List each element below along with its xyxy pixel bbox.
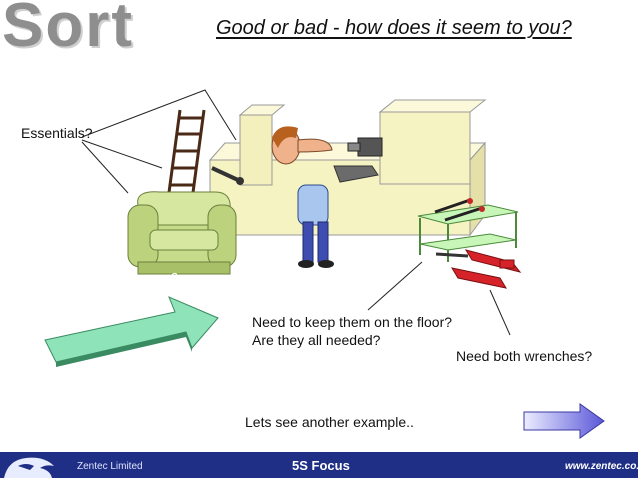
wrench-on-machine	[211, 166, 244, 185]
label-wrenches: Need both wrenches?	[456, 348, 593, 364]
slide-subtitle: Good or bad - how does it seem to you?	[216, 17, 572, 39]
safe-access-arrow	[44, 296, 219, 367]
footer-bar	[0, 452, 638, 478]
slide-heading: Sort	[2, 0, 134, 60]
annotation-lines	[81, 89, 511, 336]
ladder	[166, 109, 206, 201]
footer-title: 5S Focus	[292, 458, 350, 473]
eagle-logo-icon	[4, 457, 54, 478]
armchair	[127, 191, 237, 275]
worker-figure	[271, 126, 334, 268]
next-slide-arrow[interactable]	[522, 402, 606, 440]
footer-company: Zentec Limited	[77, 461, 143, 472]
label-floor-line1: Need to keep them on the floor?	[252, 314, 453, 330]
floor-wrenches	[435, 249, 522, 289]
table	[417, 198, 519, 262]
label-essentials: Essentials?	[21, 125, 93, 141]
label-floor-line2: Are they all needed?	[252, 332, 381, 348]
label-another-example: Lets see another example..	[245, 414, 414, 430]
workshop-illustration	[44, 89, 522, 367]
footer-url[interactable]: www.zentec.co.uk	[565, 461, 638, 472]
